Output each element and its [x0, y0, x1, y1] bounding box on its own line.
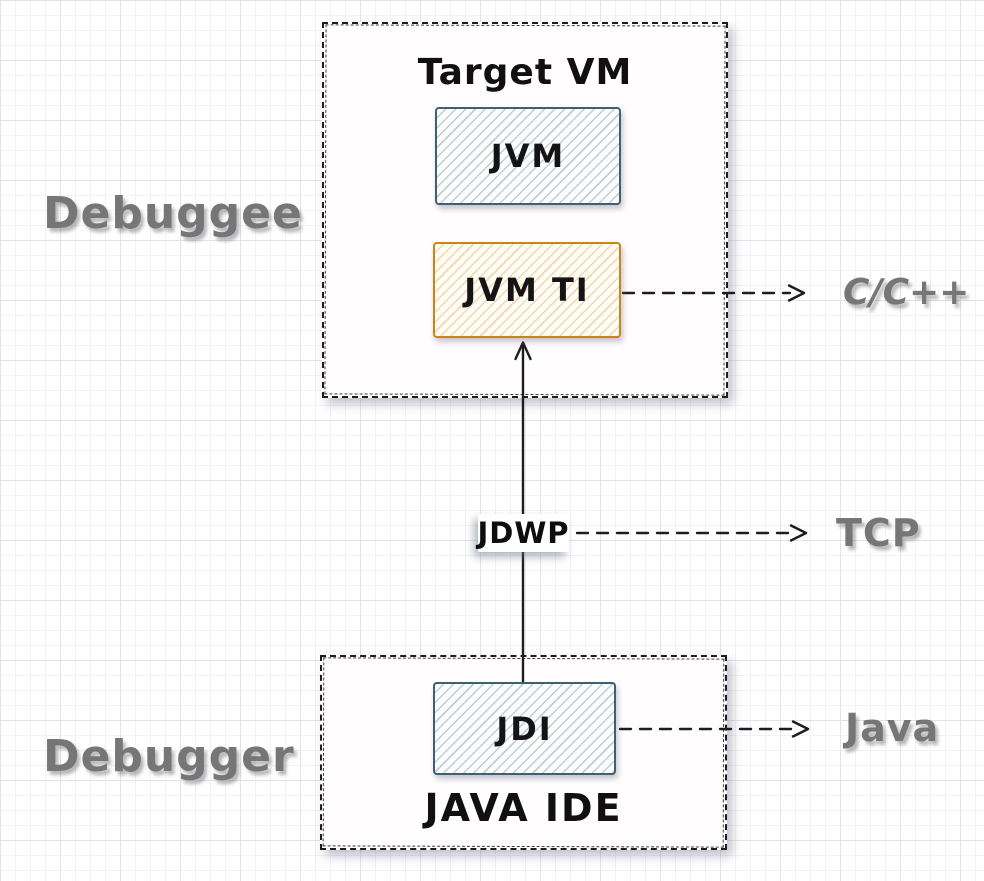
- jdi-node-label: JDI: [496, 709, 553, 748]
- jvmti-node: JVM TI: [433, 242, 621, 338]
- target-vm-title: Target VM: [417, 52, 633, 93]
- jdi-node: JDI: [433, 682, 616, 775]
- cpp-target-label: C/C++: [843, 272, 970, 313]
- java-target-label: Java: [845, 706, 940, 750]
- debugger-label: Debugger: [43, 731, 295, 782]
- tcp-arrow: [575, 524, 808, 542]
- jdwp-protocol-label: JDWP: [477, 514, 570, 552]
- jvm-node: JVM: [435, 107, 621, 205]
- tcp-target-label: TCP: [836, 511, 921, 555]
- java-ide-title: JAVA IDE: [424, 786, 623, 830]
- debuggee-label: Debuggee: [43, 188, 303, 239]
- jvmti-node-label: JVM TI: [464, 271, 590, 309]
- jvm-node-label: JVM: [490, 137, 566, 175]
